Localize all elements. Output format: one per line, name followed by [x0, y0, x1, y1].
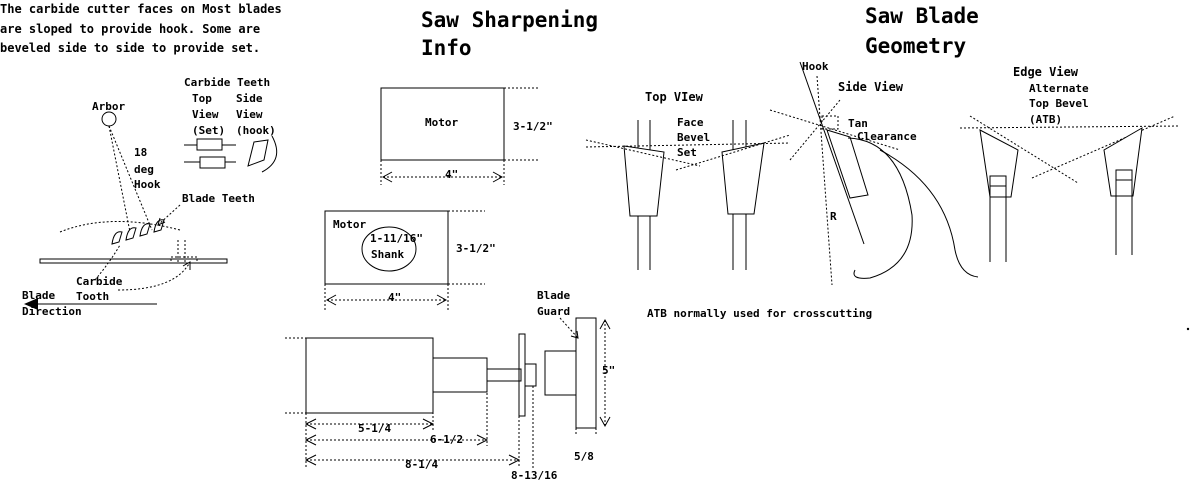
motor-arbor-profile: Blade Guard 5" 5-1/4 6-1/2 8-1/4 8-13/16… [285, 289, 615, 482]
hook-label-3: Hook [134, 178, 161, 191]
clearance-label: Clearance [857, 130, 917, 143]
arbor-circle [101, 111, 117, 127]
top-view-tooth-1 [196, 138, 223, 151]
guard-label-1: Blade [537, 289, 570, 302]
side-label: Side [236, 92, 263, 105]
set-label: (Set) [192, 124, 225, 137]
top-bevel-label: Top Bevel [1029, 97, 1089, 110]
blade-disc [518, 333, 526, 417]
edge-view-diagram: Edge View Alternate Top Bevel (ATB) [959, 65, 1181, 262]
side-view-title: Side View [838, 80, 904, 94]
carbide-arrowhead [182, 261, 191, 270]
motor-box-2 [324, 210, 449, 285]
arbor-radius-line [108, 125, 131, 233]
title-geometry-2: Geometry [865, 34, 967, 58]
top-view-tooth-2 [199, 156, 226, 169]
motor-height-1: 3-1/2" [513, 120, 553, 133]
dim-label-2: 6-1/2 [430, 433, 463, 446]
view-label-2: View [236, 108, 263, 121]
hook-label-geo: Hook [802, 60, 829, 73]
tooth-4 [153, 219, 165, 233]
intro-line-3: beveled side to side to provide set. [0, 41, 260, 55]
stray-dot [1186, 327, 1190, 331]
teeth-header: Carbide Teeth [184, 76, 270, 89]
view-label-1: View [192, 108, 219, 121]
motor-box-1 [380, 87, 505, 161]
arbor-radius-line-2 [108, 125, 153, 231]
edge-view-tooth-right [1103, 127, 1143, 197]
motor-label-2: Motor [333, 218, 366, 231]
tooth-2 [125, 227, 137, 241]
hook-line [799, 61, 865, 245]
top-view-tooth-left [623, 145, 665, 217]
face-label: Face [677, 116, 704, 129]
title-sharpening-1: Saw Sharpening [421, 8, 598, 32]
dim-label-5: 5/8 [574, 450, 594, 463]
hook-paren-label: (hook) [236, 124, 276, 137]
set-label-geo: Set [677, 146, 697, 159]
edge-view-tooth-left [979, 129, 1019, 198]
hook-label-2: deg [134, 163, 154, 176]
arbor-label: Arbor [92, 100, 125, 113]
blade-teeth-arrow [157, 204, 181, 226]
guard-dim: 5" [602, 364, 615, 377]
hook-label-1: 18 [134, 146, 147, 159]
title-sharpening-2: Info [421, 36, 472, 60]
intro-line-1: The carbide cutter faces on Most blades [0, 2, 282, 16]
guard-mount [544, 350, 577, 396]
direction-arrowhead [24, 298, 38, 310]
edge-view-title: Edge View [1013, 65, 1079, 79]
side-view-curve [261, 135, 278, 173]
arbor-shaft [486, 368, 522, 382]
motor-body [305, 337, 434, 414]
carbide-label-1: Carbide [76, 275, 123, 288]
tooth-1 [111, 231, 123, 245]
arbor-housing [432, 357, 488, 393]
direction-label-1: Blade [22, 289, 55, 302]
dim-label-4: 8-13/16 [511, 469, 558, 482]
tan-label: Tan [848, 117, 868, 130]
motor-label-1: Motor [425, 116, 458, 129]
carbide-insert [170, 256, 198, 264]
atb-note: ATB normally used for crosscutting [647, 307, 872, 320]
motor-shank-diagram: Motor 1-11/16" Shank 3-1/2" 4" [324, 210, 496, 310]
blade-hook-diagram: Arbor 18 deg Hook Blade Teeth Carbide To… [22, 100, 255, 318]
arbor-nut [524, 363, 537, 387]
motor-top-diagram: Motor 3-1/2" 4" [380, 87, 553, 185]
shank-label: Shank [371, 248, 404, 261]
shank-size: 1-11/16" [370, 232, 423, 245]
side-view-blade-arc [879, 149, 979, 278]
blade-guard [575, 317, 597, 429]
dim-label-3: 8-1/4 [405, 458, 438, 471]
carbide-label-2: Tooth [76, 290, 109, 303]
top-view-title: Top VIew [645, 90, 704, 104]
top-view-tooth-right [721, 142, 765, 215]
side-view-gullet [847, 137, 913, 279]
r-label: R [830, 210, 837, 223]
top-view-diagram: Top VIew Face Bevel Set [585, 90, 791, 270]
side-view-tooth [826, 129, 869, 199]
carbide-arrow [117, 261, 191, 291]
title-geometry-1: Saw Blade [865, 4, 979, 28]
alt-label: Alternate [1029, 82, 1089, 95]
atb-label: (ATB) [1029, 113, 1062, 126]
motor-width-1: 4" [445, 168, 458, 181]
motor-width-2: 4" [388, 291, 401, 304]
bevel-label: Bevel [677, 131, 710, 144]
guard-label-2: Guard [537, 305, 570, 318]
dim-label-1: 5-1/4 [358, 422, 391, 435]
shank-circle [361, 226, 417, 272]
intro-line-2: are sloped to provide hook. Some are [0, 22, 260, 36]
tooth-3 [139, 223, 151, 237]
workpiece [39, 258, 228, 264]
top-label: Top [192, 92, 212, 105]
carbide-teeth-views: Carbide Teeth Top View (Set) Side View (… [184, 76, 278, 173]
side-view-diagram: Hook Side View Tan Clearance R [769, 60, 979, 286]
blade-teeth-label: Blade Teeth [182, 192, 255, 205]
side-view-tooth [247, 139, 269, 167]
motor-height-2: 3-1/2" [456, 242, 496, 255]
blade-arc [59, 221, 181, 233]
